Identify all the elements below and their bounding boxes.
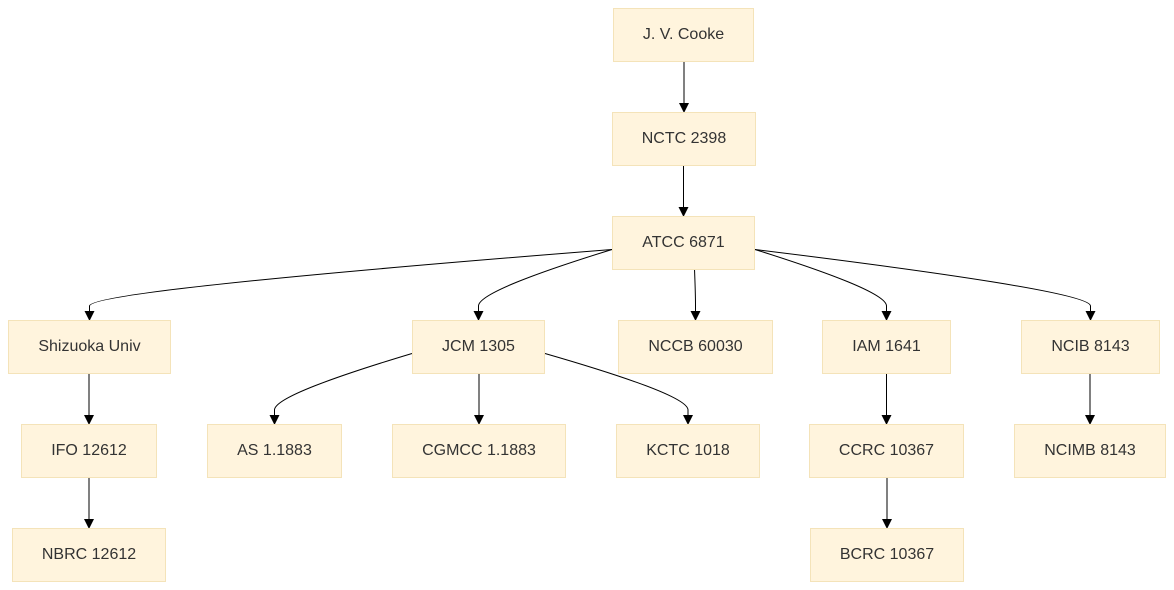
node-shizuoka-univ: Shizuoka Univ xyxy=(8,320,171,374)
edge-jcm-to-kctc xyxy=(544,352,693,425)
node-ccrc-10367: CCRC 10367 xyxy=(809,424,964,478)
node-as-1-1883: AS 1.1883 xyxy=(207,424,342,478)
node-nccb-60030: NCCB 60030 xyxy=(618,320,773,374)
node-jcm-1305: JCM 1305 xyxy=(412,320,545,374)
node-ncib-8143: NCIB 8143 xyxy=(1021,320,1160,374)
node-ncimb-8143: NCIMB 8143 xyxy=(1014,424,1166,478)
edge-atcc-to-shizuoka xyxy=(84,248,613,321)
node-j-v-cooke: J. V. Cooke xyxy=(613,8,754,62)
node-cgmcc-1-1883: CGMCC 1.1883 xyxy=(392,424,566,478)
edge-atcc-to-jcm xyxy=(473,249,613,321)
edge-atcc-to-iam xyxy=(754,249,892,321)
node-nbrc-12612: NBRC 12612 xyxy=(12,528,166,582)
node-ifo-12612: IFO 12612 xyxy=(21,424,157,478)
edge-atcc-to-ncib xyxy=(754,248,1096,321)
node-iam-1641: IAM 1641 xyxy=(822,320,951,374)
edge-atcc-to-nccb xyxy=(690,269,701,321)
node-kctc-1018: KCTC 1018 xyxy=(616,424,760,478)
node-atcc-6871: ATCC 6871 xyxy=(612,216,755,270)
node-nctc-2398: NCTC 2398 xyxy=(612,112,756,166)
node-bcrc-10367: BCRC 10367 xyxy=(810,528,964,582)
edge-jcm-to-as xyxy=(269,353,413,425)
